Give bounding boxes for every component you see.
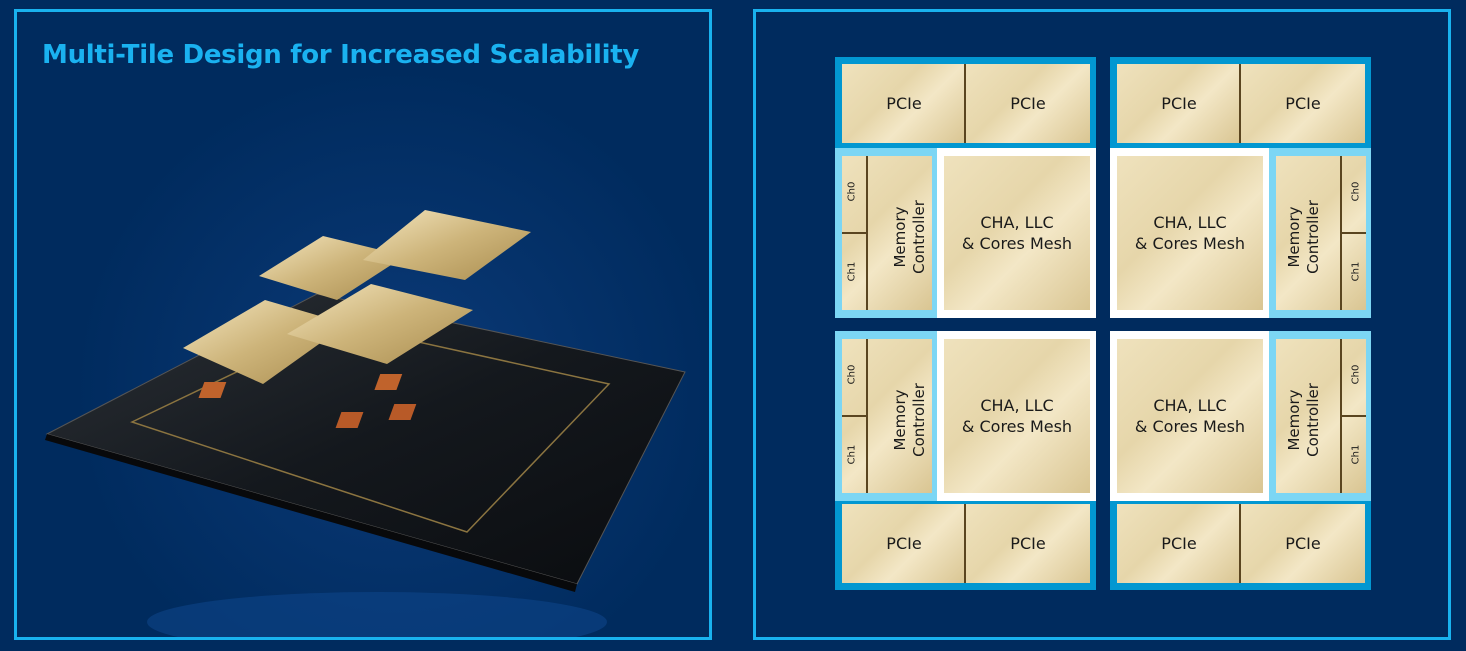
channel0-label: Ch0 [1350, 364, 1362, 385]
pcie-tile: PCIe [842, 64, 966, 143]
cores-mesh-label: CHA, LLC & Cores Mesh [1135, 212, 1245, 254]
channel1-label: Ch1 [846, 444, 858, 465]
core-label-line2: & Cores Mesh [1134, 234, 1246, 253]
mc-label-line2: Controller [1304, 200, 1322, 274]
mc-label-line2: Controller [910, 200, 928, 274]
pcie-tile: PCIe [1117, 504, 1241, 583]
pcie-divider [1239, 64, 1241, 143]
pcie-divider [964, 504, 966, 583]
channel0-label: Ch0 [846, 364, 858, 385]
channel1-label: Ch1 [846, 261, 858, 282]
core-label-line1: CHA, LLC [1153, 213, 1227, 232]
mc-label-line1: Memory [891, 206, 909, 268]
pcie-tile: PCIe [1117, 64, 1241, 143]
cores-mesh-label: CHA, LLC & Cores Mesh [962, 395, 1072, 437]
tile-front-right [287, 284, 473, 364]
core-label-line2: & Cores Mesh [961, 234, 1073, 253]
pcie-tile: PCIe [1241, 504, 1365, 583]
mc-label-line1: Memory [891, 389, 909, 451]
slide-title: Multi-Tile Design for Increased Scalabil… [42, 40, 640, 70]
pcie-divider [964, 64, 966, 143]
pcie-tile: PCIe [1241, 64, 1365, 143]
core-label-line1: CHA, LLC [1153, 396, 1227, 415]
left-panel: Multi-Tile Design for Increased Scalabil… [14, 9, 712, 640]
cores-mesh-tile: CHA, LLC & Cores Mesh [944, 339, 1090, 493]
pcie-divider [1239, 504, 1241, 583]
pcie-tile: PCIe [966, 64, 1090, 143]
core-label-line2: & Cores Mesh [1134, 417, 1246, 436]
core-label-line2: & Cores Mesh [961, 417, 1073, 436]
cores-mesh-label: CHA, LLC & Cores Mesh [1135, 395, 1245, 437]
multi-tile-chip-illustration [45, 210, 686, 637]
channel1-label: Ch1 [1350, 261, 1362, 282]
channel0-label: Ch0 [846, 181, 858, 202]
channel0-label: Ch0 [1350, 181, 1362, 202]
cores-mesh-tile: CHA, LLC & Cores Mesh [1117, 339, 1263, 493]
cores-mesh-tile: CHA, LLC & Cores Mesh [1117, 156, 1263, 310]
core-label-line1: CHA, LLC [980, 396, 1054, 415]
pcie-tile: PCIe [842, 504, 966, 583]
right-panel [753, 9, 1451, 640]
pcie-tile: PCIe [966, 504, 1090, 583]
core-label-line1: CHA, LLC [980, 213, 1054, 232]
mc-label-line1: Memory [1285, 389, 1303, 451]
mc-label-line2: Controller [1304, 383, 1322, 457]
mc-label-line1: Memory [1285, 206, 1303, 268]
tile-back-right [363, 210, 531, 280]
tile-front-left [183, 300, 347, 384]
channel1-label: Ch1 [1350, 444, 1362, 465]
tile-back-left [259, 236, 405, 300]
mc-label-line2: Controller [910, 383, 928, 457]
cores-mesh-label: CHA, LLC & Cores Mesh [962, 212, 1072, 254]
cores-mesh-tile: CHA, LLC & Cores Mesh [944, 156, 1090, 310]
